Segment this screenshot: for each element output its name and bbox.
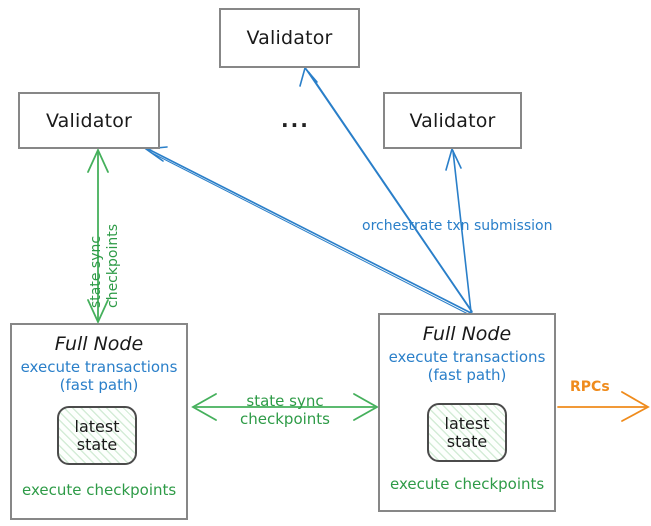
validator-right-label: Validator <box>409 109 496 132</box>
latest-state-left-line-1: latest <box>74 416 120 436</box>
full-node-right-blue-line-1: execute transactions <box>388 348 546 366</box>
validator-top-label: Validator <box>246 27 333 49</box>
full-node-right-title: Full Node <box>422 323 512 345</box>
rpcs-arrowhead <box>621 391 650 422</box>
latest-state-box-right[interactable]: latest state <box>427 403 507 462</box>
latest-state-right-line-1: latest <box>444 413 490 433</box>
validator-box-right[interactable]: Validator <box>383 92 522 149</box>
validator-left-label: Validator <box>45 109 133 132</box>
validators-ellipsis: ... <box>281 108 310 132</box>
validator-box-left[interactable]: Validator <box>18 92 160 149</box>
arrowhead-validator-left <box>143 146 168 162</box>
latest-state-box-left[interactable]: latest state <box>57 406 137 465</box>
green-horizontal-state-sync-arrow <box>191 393 379 421</box>
arrowhead-validator-top <box>299 66 318 87</box>
full-node-right-blue-text: execute transactions (fast path) <box>380 348 554 384</box>
full-node-left-blue-line-1: execute transactions <box>20 358 178 376</box>
green-vertical-arrowhead-up <box>87 147 109 173</box>
green-vertical-state-sync-arrow <box>87 147 109 325</box>
orange-rpcs-arrow <box>557 391 650 422</box>
latest-state-left-line-2: state <box>76 434 118 454</box>
arrow-line-to-validator-left-2 <box>149 151 471 316</box>
label-rpcs: RPCs <box>570 379 610 395</box>
arrow-line-to-validator-left <box>147 148 472 314</box>
arrow-line-to-validator-right <box>452 150 472 313</box>
label-vertical-checkpoints: checkpoints <box>105 224 121 308</box>
latest-state-right-line-2: state <box>446 431 488 451</box>
arrowhead-validator-right <box>445 146 462 171</box>
full-node-right-green-footer: execute checkpoints <box>390 475 545 493</box>
full-node-left-title: Full Node <box>54 333 144 355</box>
validator-box-top[interactable]: Validator <box>219 8 360 68</box>
label-vertical-state-sync: state sync <box>88 235 104 308</box>
label-middle-checkpoints: checkpoints <box>240 410 330 428</box>
label-orchestrate-txn-submission: orchestrate txn submission <box>362 218 553 234</box>
full-node-left-blue-text: execute transactions (fast path) <box>12 358 186 394</box>
green-horizontal-arrowhead-left <box>191 393 217 421</box>
green-horizontal-arrowhead-right <box>353 393 379 421</box>
full-node-left-green-footer: execute checkpoints <box>22 481 177 499</box>
green-vertical-arrowhead-down <box>87 299 109 325</box>
arrow-line-to-validator-top <box>305 68 473 313</box>
label-middle-state-sync: state sync <box>246 392 324 410</box>
label-middle-state-sync-group: state sync checkpoints <box>215 392 355 428</box>
blue-orchestration-arrows <box>143 66 473 316</box>
arrow-line-to-validator-top-2 <box>308 71 473 312</box>
full-node-left-blue-line-2: (fast path) <box>59 375 139 394</box>
full-node-right-blue-line-2: (fast path) <box>427 365 507 384</box>
